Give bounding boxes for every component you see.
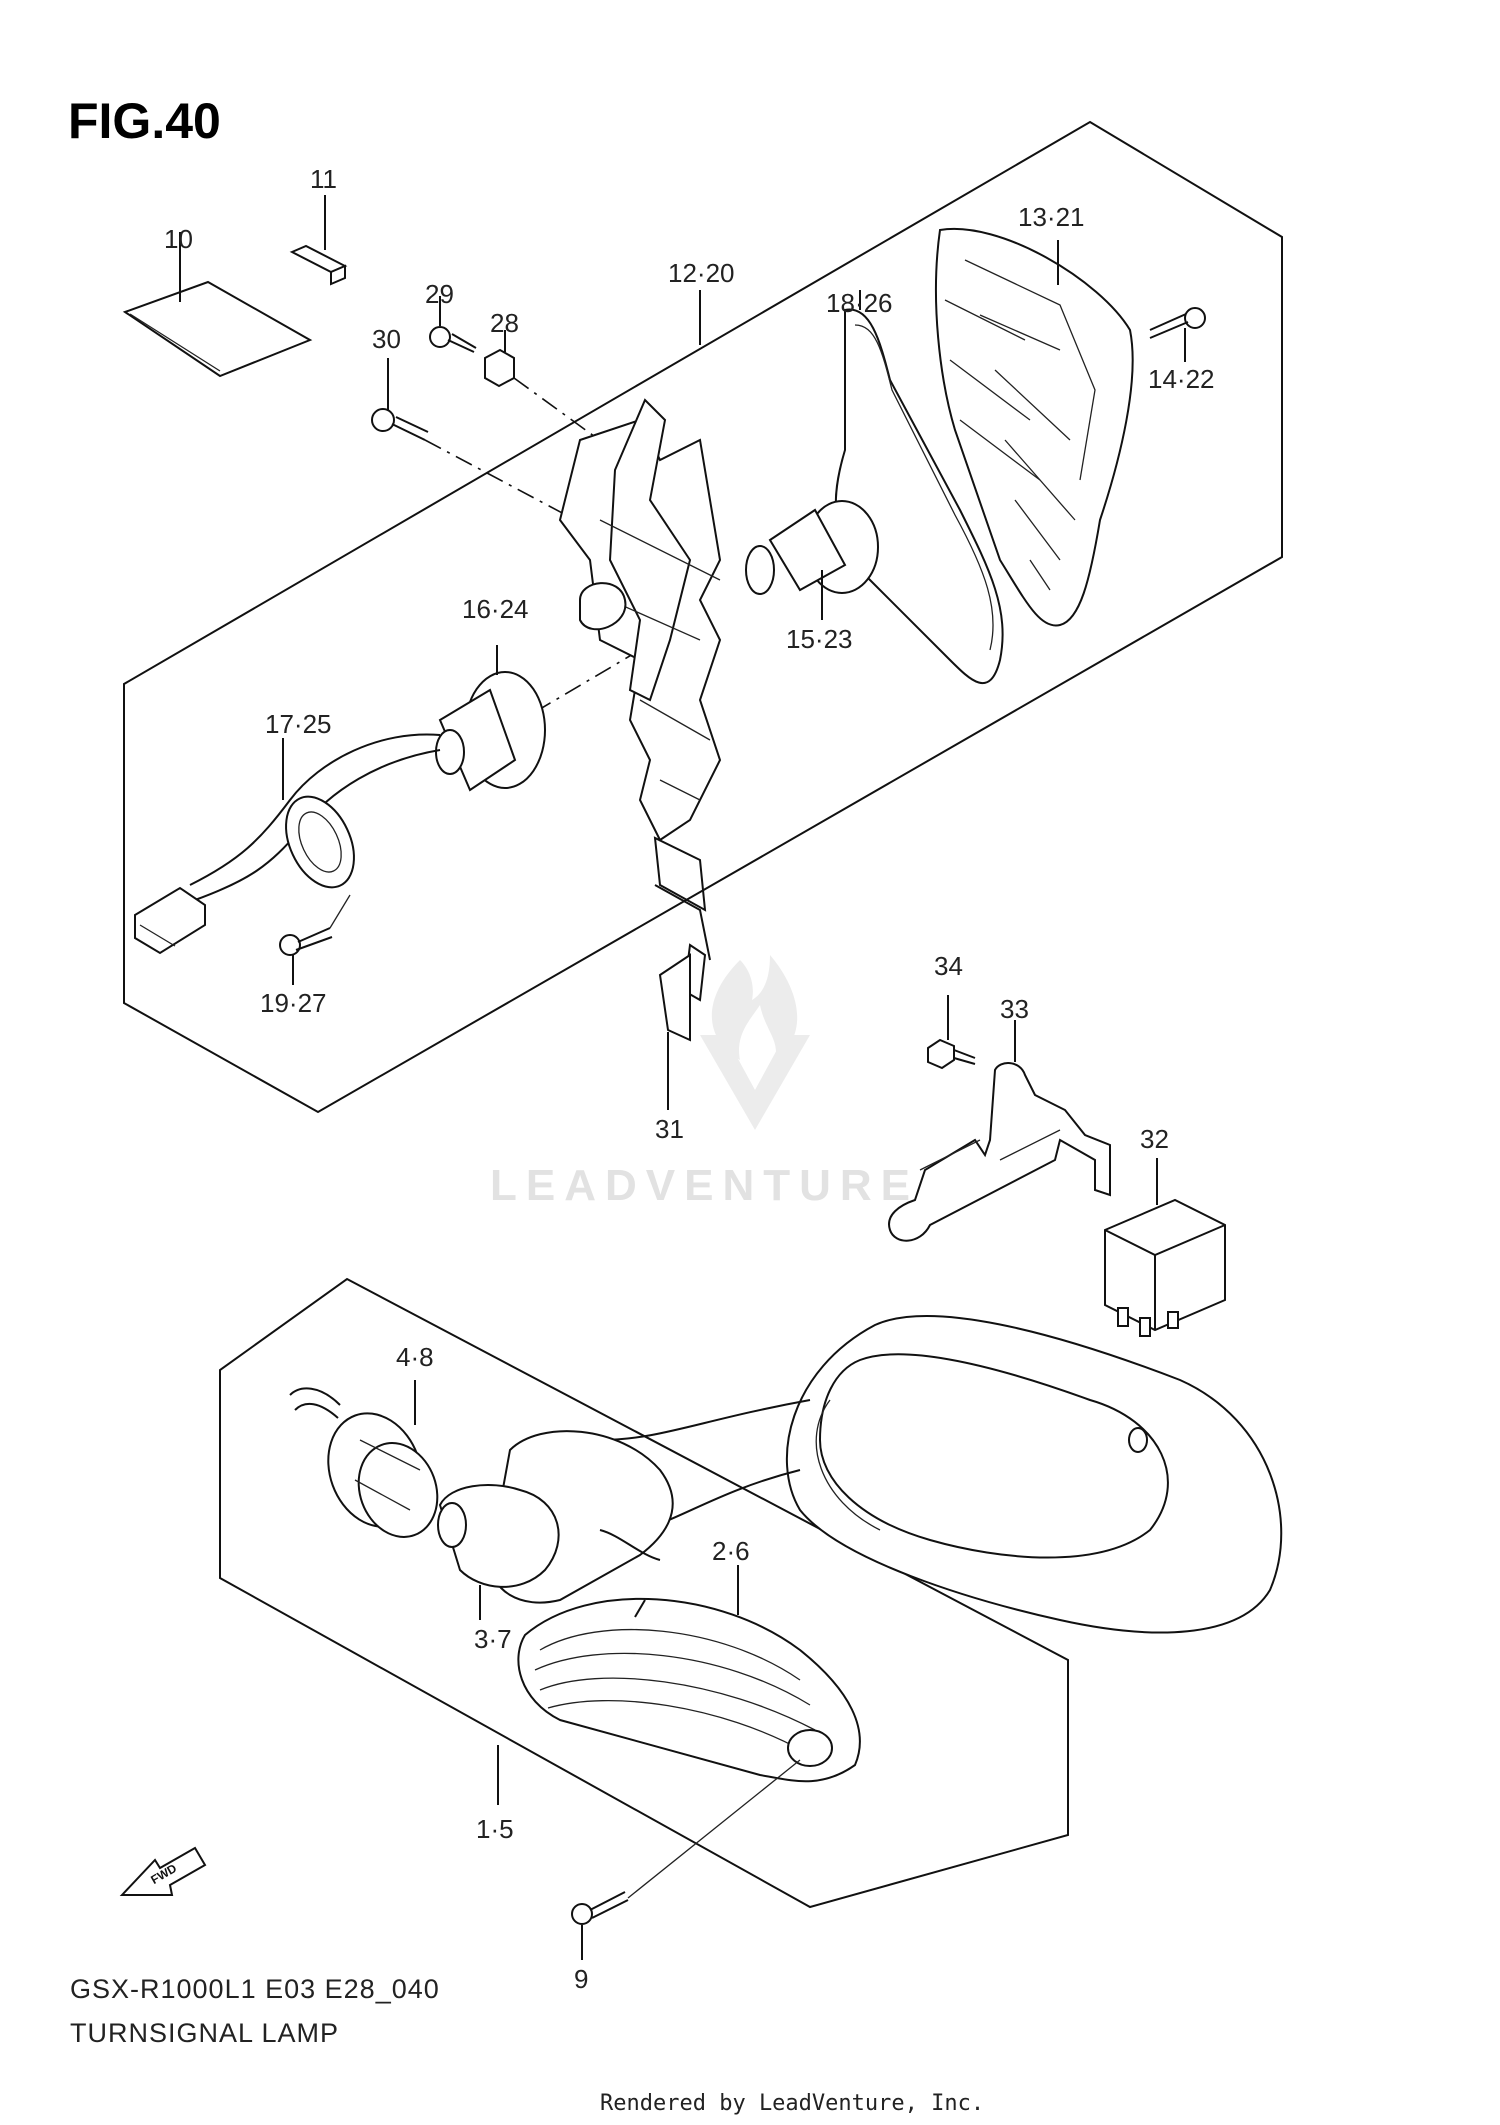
part-17-25-harness [134,733,441,955]
callout-18-26: 18·26 [826,288,893,318]
figure-caption: TURNSIGNAL LAMP [70,2018,339,2048]
callout-29: 29 [425,279,454,309]
part-15-23-bulb [745,500,879,620]
callout-28: 28 [490,308,519,338]
callout-16-24: 16·24 [462,594,529,624]
watermark-text: LEADVENTURE [490,1161,919,1210]
part-28-clip-nut [484,330,515,388]
part-19-27-screw [279,894,351,985]
part-9-screw [571,1759,801,1960]
callout-11: 11 [310,164,337,194]
part-16-24-socket [435,645,546,792]
callout-1-5: 1·5 [476,1814,514,1844]
lower-assembly-frame [219,1277,1069,1909]
part-29-screw [429,296,477,353]
part-30-screw [371,358,429,441]
callout-4-8: 4·8 [396,1342,434,1372]
part-31-clip [653,836,711,1110]
callout-9: 9 [574,1964,588,1994]
callout-31: 31 [655,1114,684,1144]
callout-17-25: 17·25 [265,709,332,739]
callout-13-21: 13·21 [1018,202,1085,232]
part-2-6-lens [517,1565,861,1783]
part-10-label-sheet [122,232,313,378]
part-13-21-lens [934,227,1134,627]
figure-title: FIG.40 [68,93,221,149]
callout-10: 10 [164,224,193,254]
callout-32: 32 [1140,1124,1169,1154]
callout-2-6: 2·6 [712,1536,750,1566]
model-code: GSX-R1000L1 E03 E28_040 [70,1974,440,2004]
watermark: LEADVENTURE [490,955,919,1210]
callout-33: 33 [1000,994,1029,1024]
callout-3-7: 3·7 [474,1624,512,1654]
part-3-7-bulb [437,1484,560,1620]
part-4-8-socket [289,1380,439,1538]
callout-15-23: 15·23 [786,624,853,654]
callout-12-20: 12·20 [668,258,735,288]
render-credit: Rendered by LeadVenture, Inc. [600,2091,984,2116]
callout-14-22: 14·22 [1148,364,1215,394]
assembly-line-socket [534,649,641,713]
callout-19-27: 19·27 [260,988,327,1018]
mirror-housing [599,1315,1283,1634]
callout-34: 34 [934,951,963,981]
part-12-20-lamp-housing [558,290,722,842]
part-11-pad [289,195,348,286]
callout-30: 30 [372,324,401,354]
part-33-bracket [888,1020,1111,1242]
upper-assembly-frame [123,120,1283,1114]
forward-arrow-icon: FWD [119,1846,207,1896]
part-14-22-screw [1149,307,1206,362]
part-32-relay [1104,1158,1226,1337]
part-34-bolt [927,995,976,1070]
